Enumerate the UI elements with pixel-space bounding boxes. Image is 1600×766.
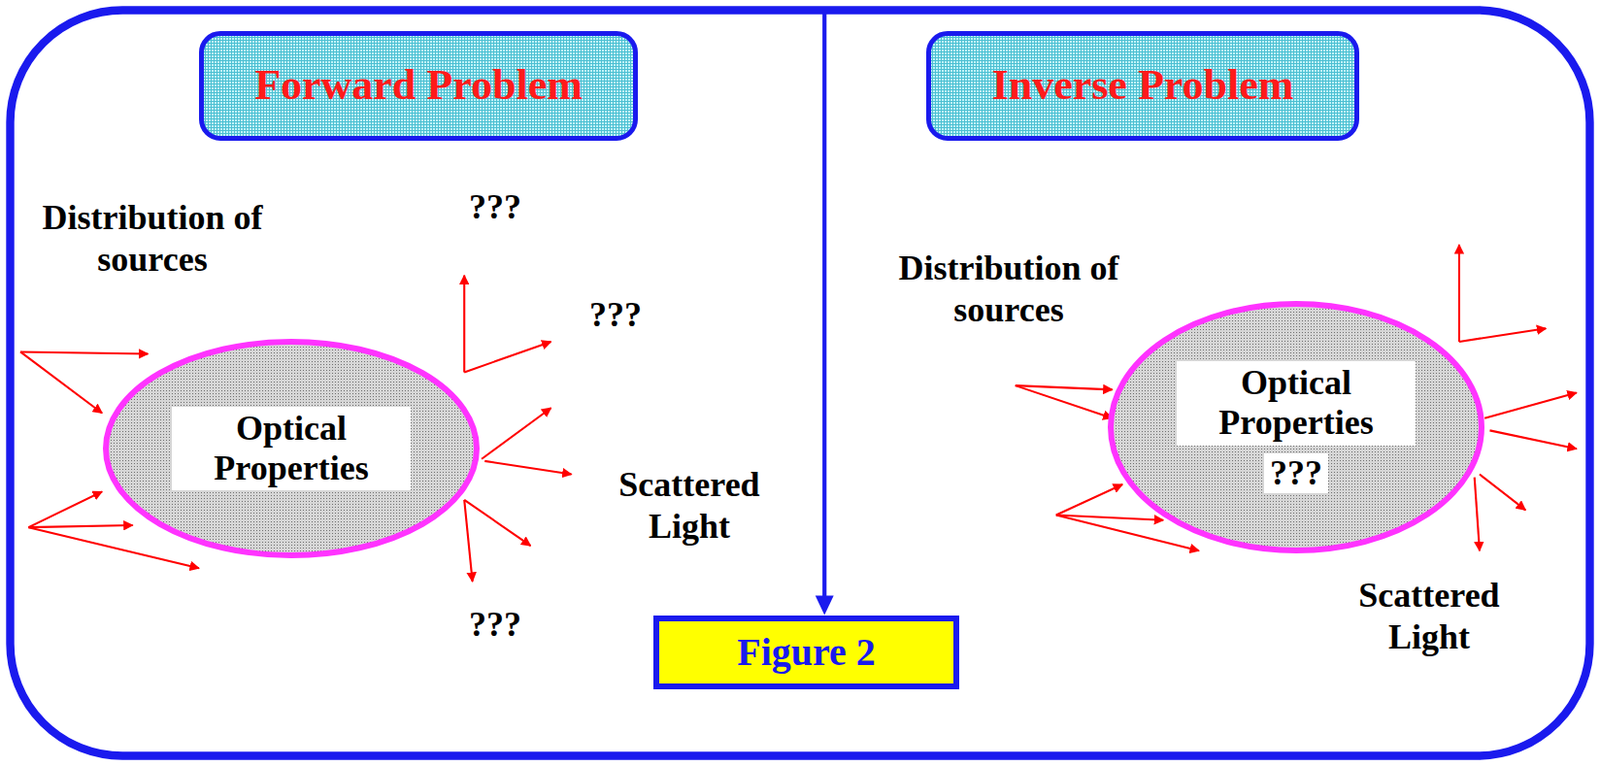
figure-label-box: Figure 2 [653,615,960,690]
unknown-mark: ??? [576,294,655,336]
unknown-mark: ??? [456,603,534,646]
box-title: Figure 2 [725,630,888,675]
unknown-mark: ??? [456,186,534,229]
outer-frame [10,10,1591,757]
property-text: Optical Properties [171,406,411,492]
scattered-label: Scattered Light [582,464,797,548]
tissue-ellipse: Optical Properties [101,337,481,560]
scattered-label: Scattered Light [1322,574,1536,659]
box-title: Inverse Problem [980,61,1306,111]
light-rays [20,244,1577,582]
heading-box: Inverse Problem [926,31,1360,141]
source-label: Distribution of sources [21,197,284,281]
divider-arrowhead [815,596,834,616]
property-text: Optical Properties [1176,361,1416,446]
unknown-mark: ??? [1264,453,1329,494]
heading-box: Forward Problem [199,31,638,141]
tissue-ellipse: Optical Properties??? [1106,300,1486,555]
source-label: Distribution of sources [877,247,1140,332]
divider-line [822,12,827,600]
box-title: Forward Problem [242,61,595,111]
